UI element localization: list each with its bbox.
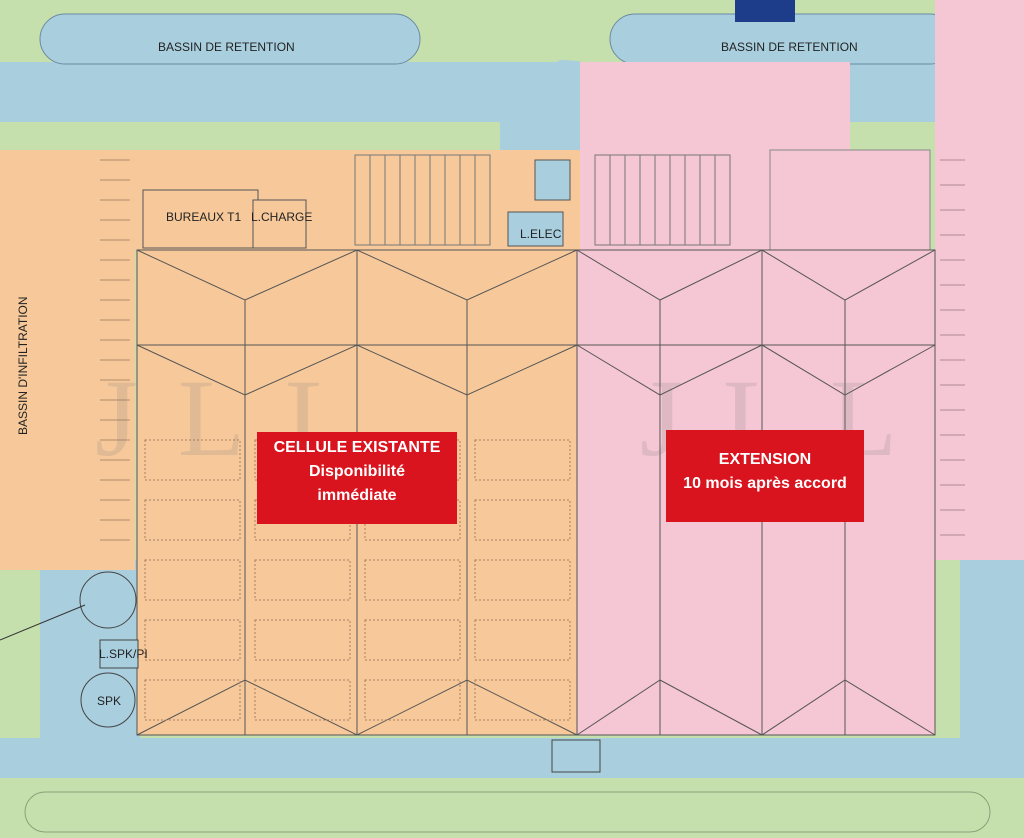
- sprinkler-tank-label: SPK: [97, 694, 122, 708]
- top-structure: [735, 0, 795, 22]
- existing-cell-availability: Disponibilité: [309, 463, 405, 480]
- water-channel-right: [960, 560, 1024, 760]
- parking-stripes-left: [100, 159, 130, 541]
- pump-station: [534, 159, 571, 201]
- infiltration-basin-label: BASSIN D'INFILTRATION: [16, 296, 30, 435]
- electrical-room-label: L.ELEC: [520, 227, 562, 241]
- storage-racks: [144, 439, 571, 721]
- extension-title: EXTENSION: [718, 451, 812, 468]
- warehouse-structure: [136, 249, 936, 736]
- parking-stripes-right: [940, 159, 965, 536]
- extension-parking: [935, 0, 1024, 560]
- bottom-green-strip: [24, 791, 991, 833]
- leader-line: [0, 604, 86, 641]
- extension-delay: 10 mois après accord: [683, 475, 847, 492]
- extension-annex: [769, 149, 931, 251]
- extension-callout: EXTENSION 10 mois après accord: [666, 430, 864, 522]
- retention-basin-right-label: BASSIN DE RETENTION: [721, 40, 858, 54]
- sprinkler-tank-top: [79, 571, 137, 629]
- charging-room: [252, 199, 307, 249]
- sprinkler-tank: [80, 672, 136, 728]
- electrical-room: [507, 211, 564, 247]
- retention-basin-left-label: BASSIN DE RETENTION: [158, 40, 295, 54]
- offices-building: [142, 189, 259, 249]
- charging-room-label: L.CHARGE: [251, 210, 313, 224]
- gate-house: [551, 739, 601, 773]
- existing-cell-title: CELLULE EXISTANTE: [273, 439, 441, 456]
- dock-lines: [369, 155, 716, 245]
- existing-cell-callout: CELLULE EXISTANTE Disponibilité immédiat…: [257, 432, 457, 524]
- loading-docks: [354, 154, 731, 246]
- existing-cell-availability-detail: immédiate: [317, 487, 397, 504]
- sprinkler-room: [99, 639, 139, 669]
- offices-label: BUREAUX T1: [166, 210, 242, 224]
- retention-basin-left: [39, 13, 421, 65]
- sprinkler-room-label: L.SPK/PI: [99, 647, 148, 661]
- water-channel-bottom: [0, 738, 1024, 778]
